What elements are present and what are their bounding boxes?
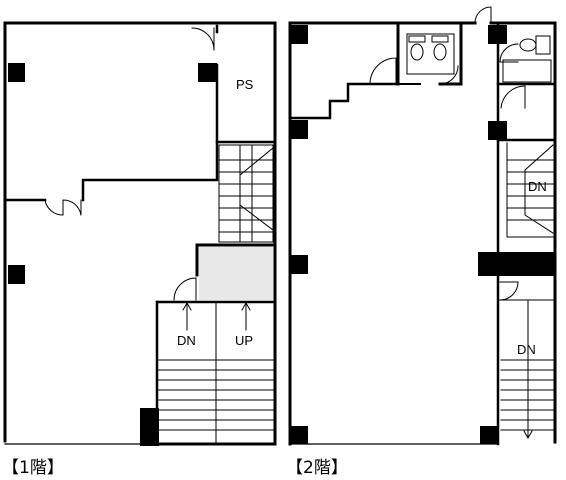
- floor2-columns: [291, 25, 555, 444]
- floor2-top-door: [474, 6, 492, 24]
- floor2-wc-inner: [406, 33, 455, 75]
- floor2-stair-down-label: DN: [517, 342, 536, 357]
- floor1-upper-stair: [218, 144, 274, 243]
- floor1-upper-room-wall-2: [81, 63, 219, 202]
- floor2-lower-stair: [497, 281, 556, 440]
- floor2-small-stair-down-label: DN: [528, 179, 547, 194]
- floor1-ps-door: [191, 27, 215, 51]
- floor1-landing-fill: [199, 247, 273, 300]
- floor2-upper-room-door: [369, 57, 397, 85]
- floor2-mid-room-door: [500, 85, 526, 109]
- floor1-caption: 【1階】: [2, 458, 64, 478]
- floor2-outer-wall: [288, 21, 477, 446]
- floor1-columns: [8, 63, 217, 446]
- toilet-icon: [519, 35, 551, 55]
- toilet-icon: [431, 35, 449, 61]
- toilet-icon: [408, 35, 426, 61]
- floor1-landing-wall: [195, 243, 277, 277]
- floor1-landing-door: [173, 277, 197, 301]
- floor2-small-stair: [506, 142, 556, 238]
- floor2-caption: 【2階】: [286, 458, 348, 478]
- floor1-stair-down-label: DN: [177, 333, 196, 348]
- floor1-plan: [3, 21, 277, 446]
- floor2-right-wc-inner: [502, 59, 552, 83]
- floor2-right-wc-door: [499, 43, 519, 63]
- ps-label: PS: [236, 77, 254, 92]
- floor1-stair-up-label: UP: [235, 333, 253, 348]
- floor1-outer-wall: [3, 21, 277, 446]
- floor2-plan: [288, 6, 557, 446]
- floor1-double-door: [44, 199, 82, 216]
- floor2-wc-door: [439, 65, 459, 85]
- floor2-upper-room-wall: [288, 82, 400, 120]
- floor1-lower-stairs: [155, 300, 276, 446]
